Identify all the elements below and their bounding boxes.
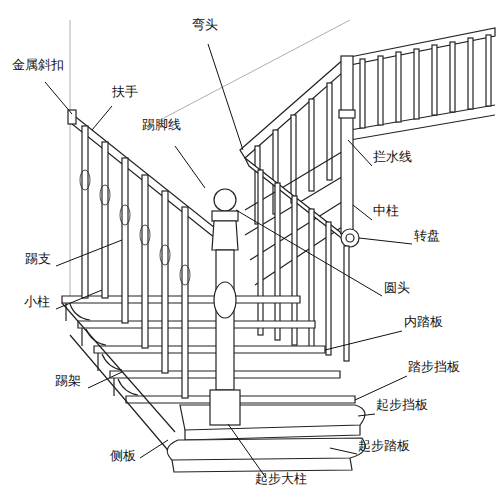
part-label: 弯头 — [192, 17, 218, 32]
part-label: 踏步挡板 — [408, 359, 460, 374]
part-label: 扶手 — [112, 84, 138, 99]
part-label: 金属斜扣 — [12, 57, 64, 72]
part-label: 侧板 — [110, 448, 136, 463]
part-label: 起步大柱 — [255, 471, 307, 486]
part-label: 中柱 — [373, 203, 399, 218]
part-label: 小柱 — [24, 294, 50, 309]
part-label: 起步挡板 — [376, 397, 428, 412]
part-label: 踢架 — [55, 373, 81, 388]
part-label: 拦水线 — [373, 149, 412, 164]
part-label: 踢支 — [25, 251, 51, 266]
part-label: 踢脚线 — [142, 117, 181, 132]
part-label: 圆头 — [384, 280, 410, 295]
part-label: 起步踏板 — [358, 438, 410, 453]
part-label: 内踏板 — [404, 314, 443, 329]
part-label: 转盘 — [414, 228, 440, 243]
